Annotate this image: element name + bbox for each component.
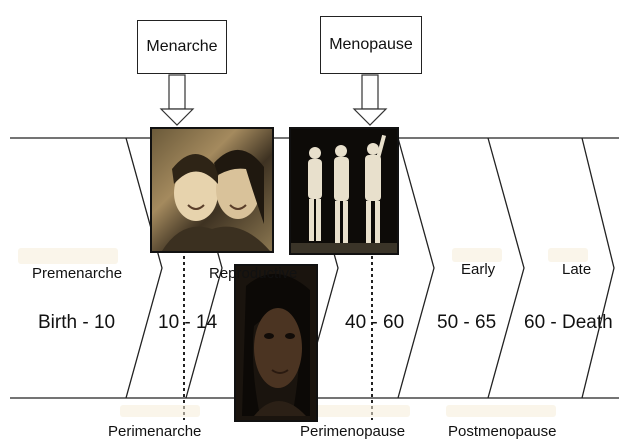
two-girls-photo — [150, 127, 274, 253]
menopause-box: Menopause — [320, 16, 422, 74]
transition-perimenarche: Perimenarche — [108, 424, 201, 439]
faint-mark-6 — [446, 405, 556, 417]
three-women-figure — [291, 129, 397, 253]
stage-premenarche-range: Birth - 10 — [38, 313, 115, 332]
menarche-arrow — [161, 75, 193, 125]
two-girls-figure — [152, 129, 272, 251]
faint-mark-4 — [120, 405, 200, 417]
three-women-photo — [289, 127, 399, 255]
menopause-arrow — [354, 75, 386, 125]
stage-late-name: Late — [562, 262, 591, 277]
stage-reproductive-name: Reproductive — [209, 266, 297, 281]
woman-portrait-photo — [234, 264, 318, 422]
faint-mark-1 — [18, 248, 118, 264]
stage-perimenopause-range: 40 - 60 — [345, 313, 404, 332]
menarche-label: Menarche — [146, 38, 217, 56]
faint-mark-2 — [452, 248, 502, 262]
faint-mark-3 — [548, 248, 588, 262]
stage-early-range: 50 - 65 — [437, 313, 496, 332]
stage-late-range: 60 - Death — [524, 313, 613, 332]
chevron-4 — [398, 138, 434, 398]
stage-premenarche-name: Premenarche — [32, 266, 122, 281]
menopause-label: Menopause — [329, 36, 413, 54]
transition-postmenopause: Postmenopause — [448, 424, 556, 439]
stage-perimenarche-range: 10 - 14 — [158, 313, 217, 332]
menarche-box: Menarche — [137, 20, 227, 74]
transition-perimenopause: Perimenopause — [300, 424, 405, 439]
woman-portrait-figure — [236, 266, 316, 420]
stage-early-name: Early — [461, 262, 495, 277]
